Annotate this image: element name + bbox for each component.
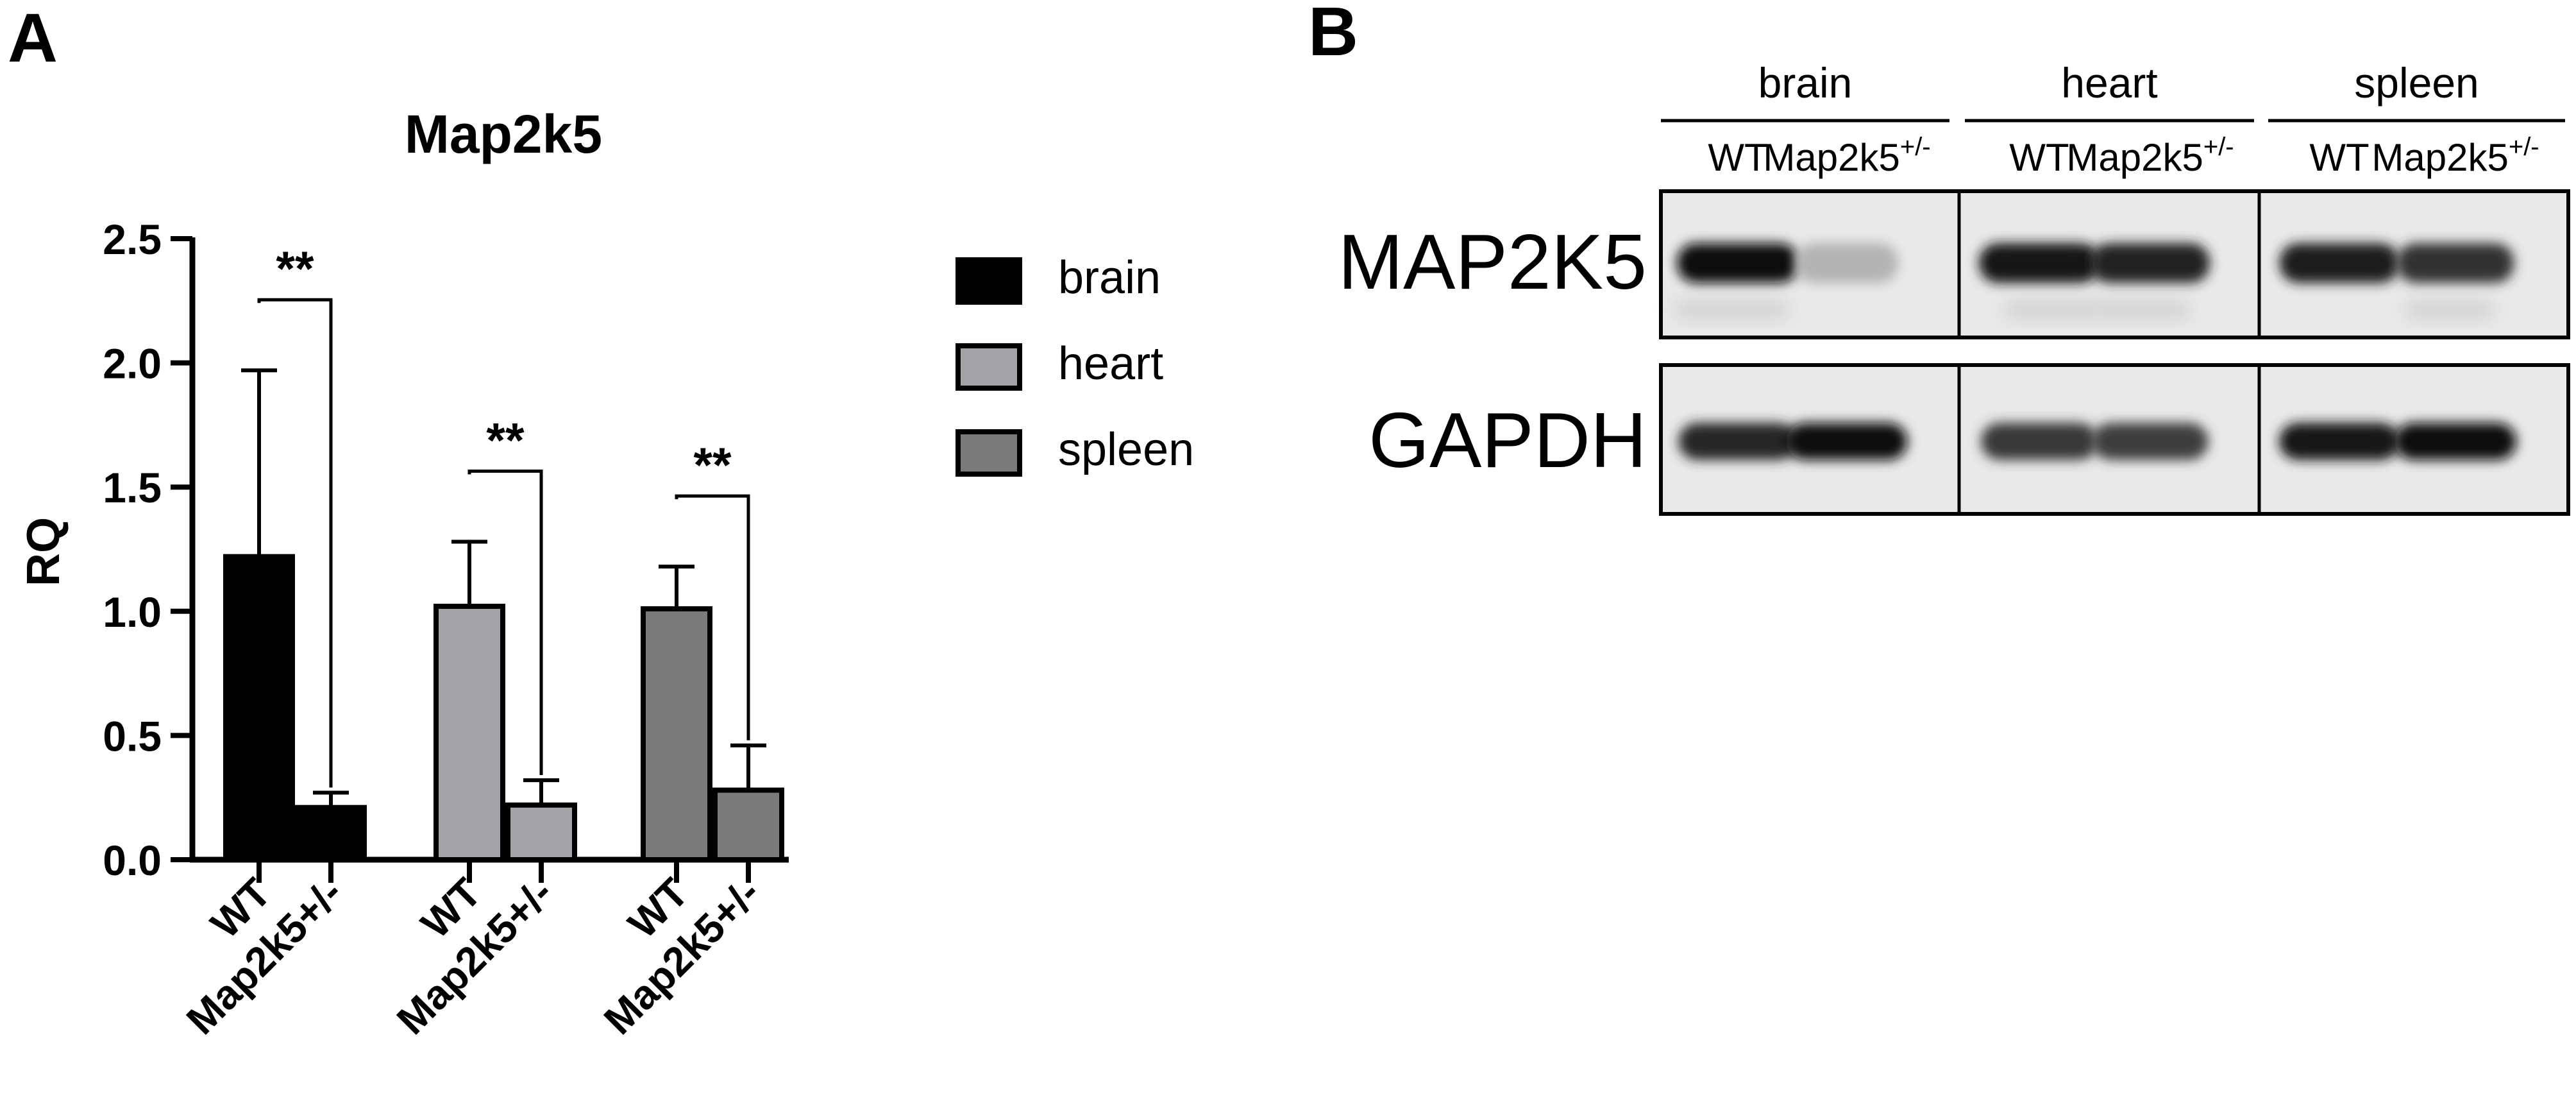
significance-bracket — [467, 469, 543, 776]
bar-heart-0 — [434, 604, 505, 863]
blot-band — [1981, 423, 2098, 460]
bar-brain-1 — [295, 805, 367, 862]
blot-tissue-label-brain: brain — [1758, 59, 1853, 106]
blot-band — [1979, 243, 2100, 283]
bar-spleen-0 — [641, 606, 712, 862]
blot-faint-band — [2405, 302, 2495, 318]
blot-band — [2091, 243, 2210, 283]
blot-band — [2395, 423, 2516, 460]
significance-label: ** — [276, 242, 314, 296]
legend-label-brain: brain — [1058, 252, 1161, 303]
y-tick-label: 1.0 — [103, 588, 162, 636]
blot-lane-label: WT — [2009, 136, 2069, 179]
legend-swatch-heart — [955, 343, 1022, 391]
y-tick-label: 2.5 — [103, 216, 162, 263]
blot-tissue-label-spleen: spleen — [2354, 59, 2479, 106]
y-tick-label: 0.5 — [103, 712, 162, 760]
blot-protein-label-map2k5: MAP2K5 — [1338, 218, 1647, 305]
blot-band — [2279, 243, 2400, 283]
panel-b-letter: B — [1308, 0, 1358, 70]
chart-area: 0.00.51.01.52.02.5WTMap2k5+/-**WTMap2k5+… — [103, 216, 789, 1043]
panel-b: B brainWTMap2k5+/-heartWTMap2k5+/-spleen… — [1308, 0, 2570, 516]
legend-swatch-brain — [955, 257, 1022, 305]
significance-label: ** — [693, 438, 732, 493]
blot-band — [2279, 423, 2400, 460]
blot-tissue-label-heart: heart — [2061, 59, 2157, 106]
bar-spleen-1 — [712, 787, 784, 862]
blot-lane-label: WT — [1708, 136, 1767, 179]
blot-faint-band — [2004, 302, 2100, 318]
blot-lane-label: WT — [2309, 136, 2369, 179]
y-tick-label: 2.0 — [103, 340, 162, 388]
blot-band — [1786, 423, 1908, 460]
legend-label-heart: heart — [1058, 338, 1163, 389]
blot-lane-label: Map2k5+/- — [2066, 133, 2234, 179]
blot-lane-label: Map2k5+/- — [2371, 133, 2539, 179]
bar-brain-0 — [223, 554, 295, 863]
blot-frame — [1659, 189, 2570, 339]
y-tick-label: 0.0 — [103, 837, 162, 884]
legend-swatch-spleen — [955, 429, 1022, 477]
blot-band — [1678, 423, 1797, 460]
blot-protein-label-gapdh: GAPDH — [1368, 396, 1647, 484]
blot-faint-band — [2094, 302, 2190, 318]
y-tick-label: 1.5 — [103, 464, 162, 511]
panel-a: A Map2k5 RQ 0.00.51.01.52.02.5WTMap2k5+/… — [8, 0, 1194, 1043]
blot-band — [2092, 423, 2209, 460]
significance-bracket — [675, 494, 750, 740]
significance-label: ** — [486, 413, 525, 468]
y-axis-label: RQ — [18, 517, 69, 586]
legend: brain heart spleen — [955, 252, 1194, 477]
chart-title: Map2k5 — [405, 104, 602, 164]
legend-label-spleen: spleen — [1058, 424, 1194, 475]
blot-lane-label: Map2k5+/- — [1763, 133, 1930, 179]
blot-band — [1677, 243, 1799, 283]
bar-heart-1 — [505, 802, 577, 863]
blot-band — [2396, 243, 2514, 283]
blot-band — [1796, 243, 1898, 283]
significance-bracket — [257, 298, 333, 788]
blot-frame — [1659, 363, 2570, 516]
panel-a-letter: A — [8, 0, 58, 76]
western-blot: brainWTMap2k5+/-heartWTMap2k5+/-spleenWT… — [1338, 59, 2570, 516]
blot-faint-band — [1674, 302, 1789, 318]
